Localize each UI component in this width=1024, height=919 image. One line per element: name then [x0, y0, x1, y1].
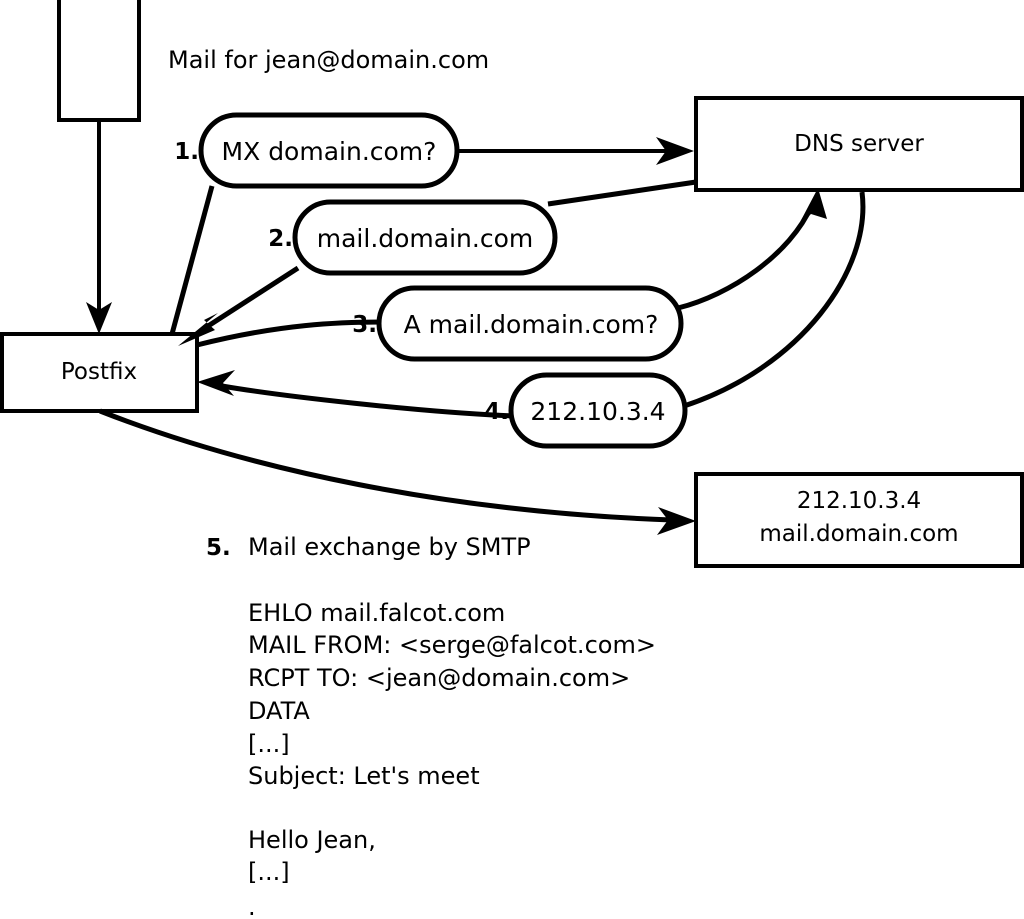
step4-to-postfix-curve — [221, 383, 515, 419]
postfix-label: Postfix — [61, 359, 137, 385]
step2-bubble — [292, 199, 558, 276]
step1-number: 1. — [174, 139, 199, 165]
step2-label: mail.domain.com — [317, 224, 533, 253]
target-server-ip: 212.10.3.4 — [797, 488, 921, 514]
step2-to-postfix-line — [203, 265, 300, 331]
transcript-line-0: EHLO mail.falcot.com — [248, 599, 505, 627]
step2-arrowhead — [178, 313, 218, 346]
step1-leader-line — [169, 185, 215, 335]
step1-bubble — [198, 112, 460, 189]
transcript-line-3: DATA — [248, 697, 310, 725]
postfix-box — [0, 332, 199, 413]
transcript-line-7: Hello Jean, — [248, 826, 376, 854]
target-server-box — [694, 472, 1024, 568]
step4-arrowhead — [197, 370, 235, 396]
step3-arrowhead — [798, 188, 827, 226]
step3-bubble — [376, 285, 684, 362]
transcript-line-10: . — [248, 893, 256, 919]
step1-label: MX domain.com? — [222, 137, 437, 166]
dns-server-label: DNS server — [794, 131, 924, 157]
transcript-line-8: [...] — [248, 858, 290, 886]
transcript-line-4: [...] — [248, 730, 290, 758]
step3-leader-line — [196, 319, 384, 348]
step5-label: Mail exchange by SMTP — [248, 533, 531, 561]
step4-label: 212.10.3.4 — [530, 397, 665, 426]
step3-number: 3. — [352, 312, 377, 338]
step3-label: A mail.domain.com? — [404, 310, 659, 339]
step5-number: 5. — [206, 535, 231, 561]
step1-arrowhead — [656, 137, 694, 165]
source-box — [57, 0, 141, 122]
step3-arrow-curve — [677, 203, 815, 311]
step2-from-dns-line — [547, 179, 697, 207]
transcript-line-5: Subject: Let's meet — [248, 762, 480, 790]
source-to-postfix-arrowhead — [86, 302, 112, 334]
step4-from-dns-curve — [683, 191, 866, 409]
step5-curve — [99, 408, 673, 523]
step4-number: 4. — [484, 399, 509, 425]
target-server-hostname: mail.domain.com — [759, 521, 958, 547]
transcript-line-1: MAIL FROM: <serge@falcot.com> — [248, 631, 656, 659]
transcript-line-2: RCPT TO: <jean@domain.com> — [248, 664, 630, 692]
smtp-transcript: EHLO mail.falcot.com MAIL FROM: <serge@f… — [248, 599, 656, 919]
mail-for-caption: Mail for jean@domain.com — [168, 46, 489, 74]
step4-bubble — [508, 372, 688, 449]
step5-arrowhead — [657, 507, 696, 535]
dns-server-box — [694, 96, 1024, 192]
step2-number: 2. — [268, 226, 293, 252]
